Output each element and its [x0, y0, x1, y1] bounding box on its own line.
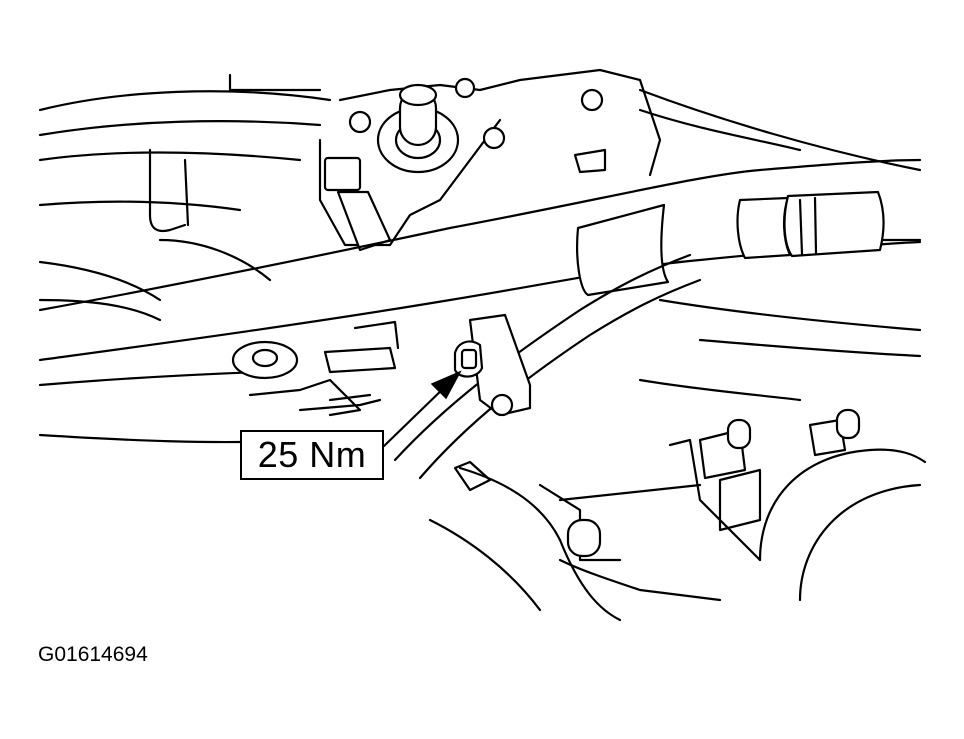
upper-fitting-assembly [318, 68, 662, 252]
callout-leader [382, 370, 462, 448]
main-hose [38, 158, 922, 362]
lower-right-housing [428, 408, 927, 622]
lower-left-components [231, 320, 400, 417]
callout-arrow-icon [430, 370, 462, 400]
secondary-line [393, 253, 702, 480]
mounting-bracket [453, 313, 532, 417]
torque-callout: 25 Nm [240, 430, 384, 480]
figure-id: G01614694 [38, 643, 148, 666]
